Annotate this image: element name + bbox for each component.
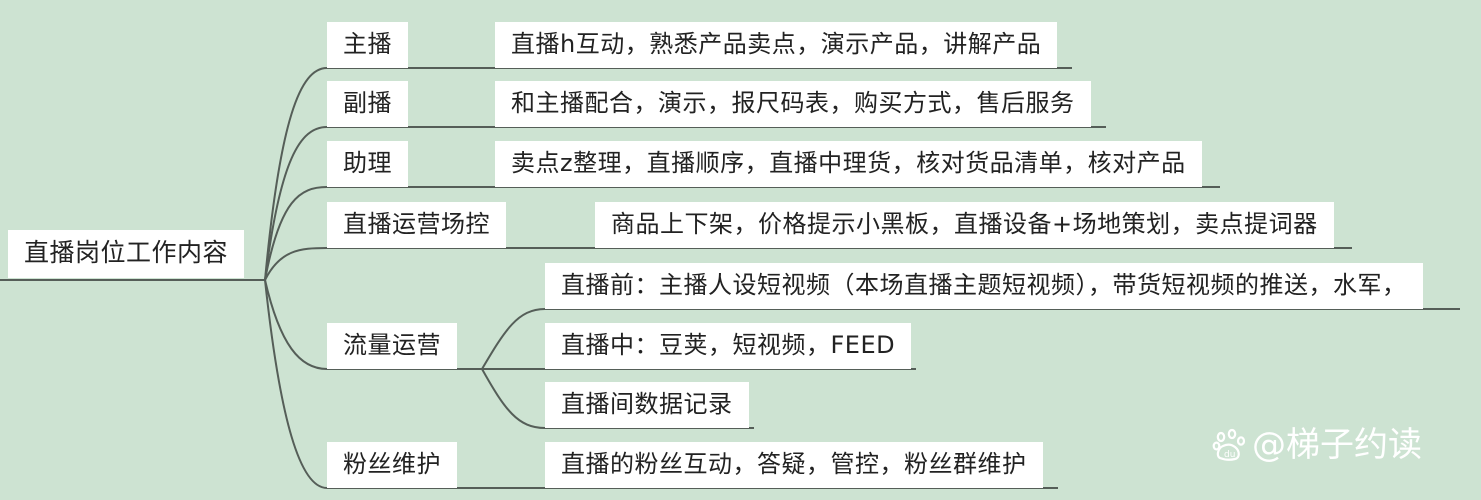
branch-connector-changkong [264,247,328,281]
branch-connector-liuliang [264,279,328,370]
watermark: du @梯子约读 [1212,425,1422,465]
branch-node-zhubo: 主播 [327,22,408,68]
baidu-paw-icon: du [1212,428,1246,461]
branch-connector-fubo [264,126,328,281]
sub-connector-jilu [481,368,546,429]
sub-connector-qian [481,308,546,370]
detail-fensi: 直播的粉丝互动，答疑，管控，粉丝群维护 [545,442,1043,488]
detail-changkong: 商品上下架，价格提示小黑板，直播设备+场地策划，卖点提词器 [595,202,1334,248]
detail-liuliang-jilu: 直播间数据记录 [545,382,749,428]
branch-node-changkong: 直播运营场控 [327,202,506,248]
detail-liuliang-zhong: 直播中：豆荚，短视频，FEED [545,323,912,369]
detail-fubo: 和主播配合，演示，报尺码表，购买方式，售后服务 [495,81,1091,127]
branch-node-fensi: 粉丝维护 [327,442,457,488]
branch-node-zhuli: 助理 [327,141,408,187]
detail-zhubo: 直播h互动，熟悉产品卖点，演示产品，讲解产品 [495,22,1058,68]
branch-connector-zhuli [264,186,328,281]
watermark-text: @梯子约读 [1252,425,1422,465]
detail-zhuli: 卖点z整理，直播顺序，直播中理货，核对货品清单，核对产品 [495,141,1202,187]
branch-connector-zhubo [264,67,328,281]
root-node: 直播岗位工作内容 [8,230,245,278]
branch-connector-fensi [264,279,328,489]
branch-node-fubo: 副播 [327,81,408,127]
branch-node-liuliang: 流量运营 [327,323,457,369]
detail-liuliang-qian: 直播前：主播人设短视频（本场直播主题短视频），带货短视频的推送，水军， [545,263,1423,309]
svg-text:du: du [1224,450,1235,460]
